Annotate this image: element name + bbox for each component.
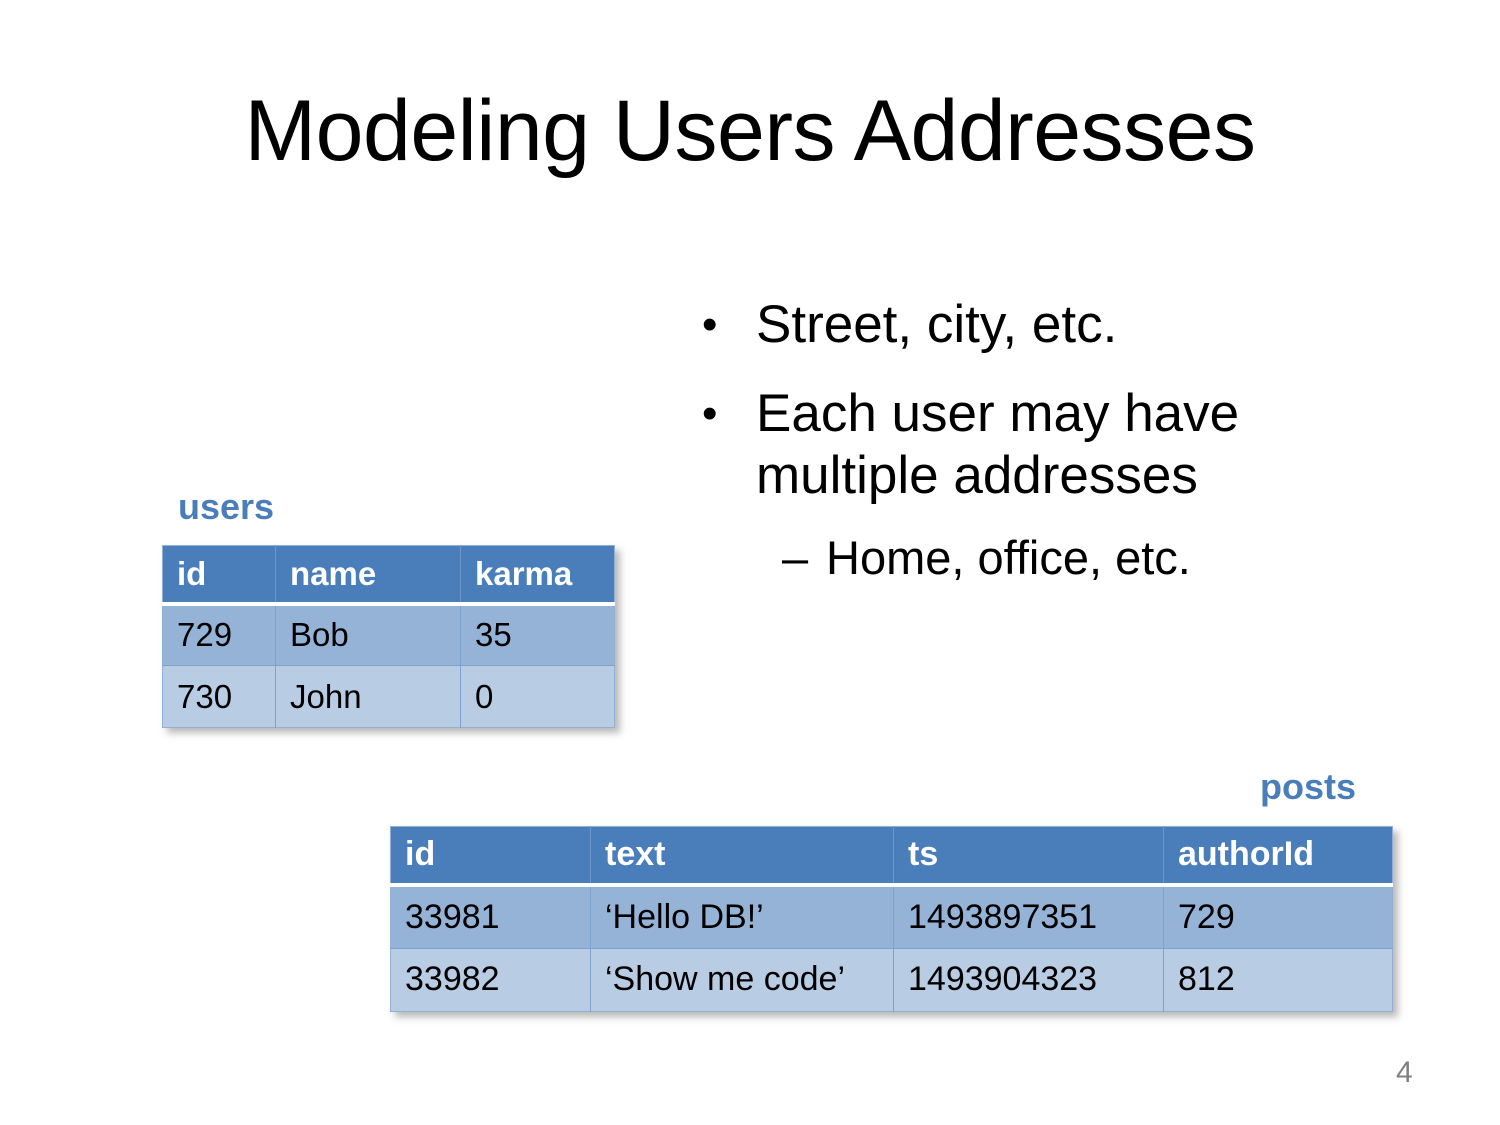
bullet-item: • Each user may have multiple addresses bbox=[694, 383, 1334, 508]
posts-table: id text ts authorId 33981 ‘Hello DB!’ 14… bbox=[390, 826, 1393, 1012]
sub-bullet-text: Home, office, etc. bbox=[826, 530, 1191, 584]
table-header-row: id name karma bbox=[162, 545, 615, 606]
dash-marker-icon: – bbox=[782, 530, 809, 584]
cell-karma: 35 bbox=[460, 603, 615, 666]
cell-id: 730 bbox=[162, 665, 276, 728]
column-header-name: name bbox=[275, 545, 461, 606]
cell-authorid: 729 bbox=[1163, 884, 1393, 948]
column-header-text: text bbox=[590, 826, 894, 887]
bullet-text: Street, city, etc. bbox=[756, 295, 1118, 354]
cell-ts: 1493904323 bbox=[893, 947, 1164, 1012]
bullet-marker-icon: • bbox=[702, 388, 718, 438]
users-table: id name karma 729 Bob 35 730 John 0 bbox=[162, 545, 615, 728]
bullet-list: • Street, city, etc. • Each user may hav… bbox=[694, 294, 1334, 585]
table-row: 33981 ‘Hello DB!’ 1493897351 729 bbox=[390, 884, 1393, 948]
cell-id: 33982 bbox=[390, 947, 591, 1012]
sub-bullet-item: – Home, office, etc. bbox=[782, 530, 1334, 585]
table-row: 730 John 0 bbox=[162, 665, 615, 728]
column-header-karma: karma bbox=[460, 545, 615, 606]
column-header-ts: ts bbox=[893, 826, 1164, 887]
bullet-item: • Street, city, etc. bbox=[694, 294, 1334, 357]
cell-id: 729 bbox=[162, 603, 276, 666]
page-number: 4 bbox=[1396, 1056, 1413, 1089]
table-row: 729 Bob 35 bbox=[162, 603, 615, 666]
cell-name: Bob bbox=[275, 603, 461, 666]
users-table-label: users bbox=[178, 486, 275, 527]
posts-table-label: posts bbox=[1260, 766, 1357, 807]
column-header-id: id bbox=[162, 545, 276, 606]
cell-authorid: 812 bbox=[1163, 947, 1393, 1012]
cell-text: ‘Show me code’ bbox=[590, 947, 894, 1012]
table-row: 33982 ‘Show me code’ 1493904323 812 bbox=[390, 947, 1393, 1012]
cell-text: ‘Hello DB!’ bbox=[590, 884, 894, 948]
table-header-row: id text ts authorId bbox=[390, 826, 1393, 887]
cell-name: John bbox=[275, 665, 461, 728]
page-title: Modeling Users Addresses bbox=[244, 83, 1256, 179]
cell-ts: 1493897351 bbox=[893, 884, 1164, 948]
bullet-text: Each user may have multiple addresses bbox=[756, 383, 1240, 506]
column-header-authorid: authorId bbox=[1163, 826, 1393, 887]
bullet-marker-icon: • bbox=[702, 300, 718, 349]
cell-id: 33981 bbox=[390, 884, 591, 948]
cell-karma: 0 bbox=[460, 665, 615, 728]
column-header-id: id bbox=[390, 826, 591, 887]
